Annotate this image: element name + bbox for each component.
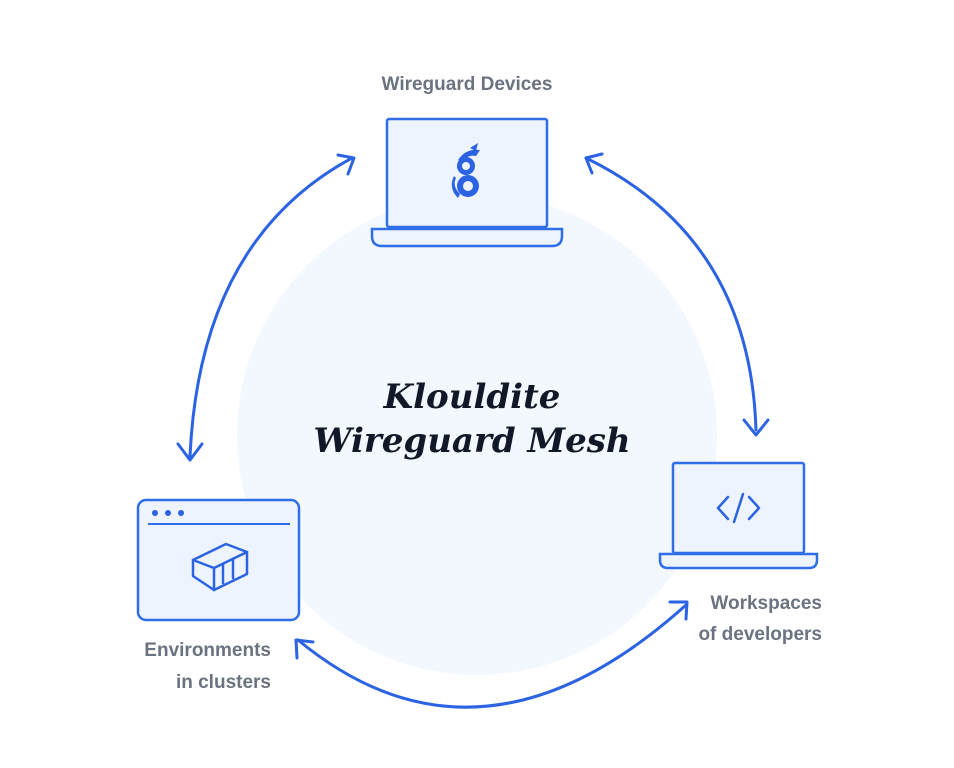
center-title-line2: Wireguard Mesh — [313, 421, 630, 461]
browser-window — [136, 498, 301, 622]
arrow-devices-environments — [176, 153, 356, 462]
center-title-line1: Klouldite — [383, 377, 561, 417]
code-brackets-icon — [716, 492, 761, 524]
environments-node: Environments in clusters — [136, 498, 301, 693]
laptop-base — [370, 227, 564, 248]
workspaces-node: Workspaces of developers — [658, 461, 822, 645]
wireguard-dragon-icon — [451, 143, 480, 198]
window-dots — [152, 510, 184, 516]
environments-label-line2: in clusters — [176, 672, 271, 693]
workspaces-label-line2: of developers — [698, 624, 822, 645]
environments-label-line1: Environments — [144, 640, 271, 661]
arrow-devices-workspaces — [584, 152, 770, 437]
wireguard-devices-node: Wireguard Devices — [370, 74, 564, 248]
container-box-icon — [191, 542, 249, 592]
arrow-environments-workspaces — [294, 600, 689, 709]
center-circle — [237, 195, 717, 675]
wireguard-devices-label: Wireguard Devices — [382, 74, 553, 95]
laptop-base — [658, 552, 819, 570]
workspaces-label-line1: Workspaces — [710, 593, 822, 614]
